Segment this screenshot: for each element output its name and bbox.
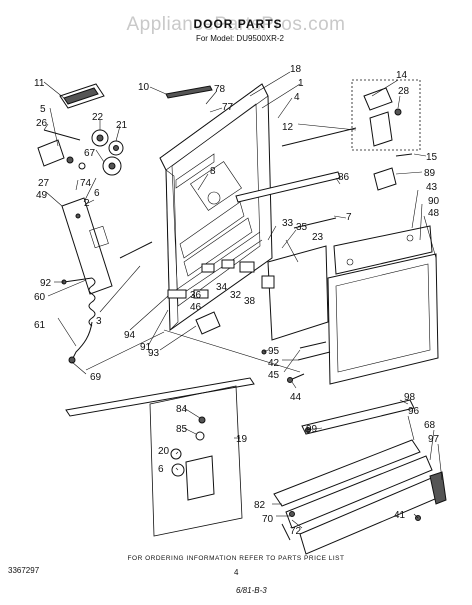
callout-28: 28 [398,86,410,97]
leader-lines [43,71,443,529]
callout-93: 93 [148,348,160,359]
callout-92: 92 [40,278,52,289]
callout-18: 18 [290,64,302,75]
callout-23: 23 [312,232,324,243]
callout-35: 35 [296,222,308,233]
top-strip-part-10 [165,85,213,99]
page-number: 4 [234,568,239,577]
callout-4: 4 [294,92,300,103]
callout-91: 91 [140,342,152,353]
callout-6: 6 [94,188,100,199]
callout-86: 86 [338,172,350,183]
cover-assembly-box-19 [149,385,243,537]
callout-26: 26 [36,118,48,129]
rod-part-86 [235,171,341,203]
watermark: AppliancePartsPros.com [126,14,345,35]
callout-32: 32 [230,290,242,301]
hinge-bracket-part-14 [363,87,402,147]
clip-part-93 [195,311,221,335]
callout-48: 48 [428,208,440,219]
callout-60: 60 [34,292,46,303]
callout-12: 12 [282,122,294,133]
callout-43: 43 [426,182,438,193]
insulation-part-23 [267,245,329,341]
callout-38: 38 [244,296,256,307]
callout-49: 49 [36,190,48,201]
handle-part-11 [59,83,105,109]
latch-plate-part-26 [37,139,65,167]
callout-10: 10 [138,82,150,93]
callout-11: 11 [34,78,45,89]
document-number: 3367297 [8,566,40,575]
callout-41: 41 [394,510,406,521]
callout-97: 97 [428,434,440,445]
callout-20: 20 [158,446,170,457]
callout-68: 68 [424,420,436,431]
callout-21: 21 [116,120,128,131]
callout-6-lower: 6 [158,464,164,475]
callout-99: 99 [306,424,318,435]
callout-2: 2 [84,198,90,209]
callout-44: 44 [290,392,302,403]
callout-22: 22 [92,112,104,123]
callout-85: 85 [176,424,188,435]
callout-46: 46 [190,302,202,313]
callout-27: 27 [38,178,50,189]
latch-hardware [167,259,275,299]
callout-5: 5 [40,104,46,115]
callout-14: 14 [396,70,408,81]
callout-61: 61 [34,320,46,331]
model-line: For Model: DU9500XR-2 [196,34,285,43]
handwritten-note: 6/81-B-3 [236,586,267,595]
outer-door-panel-part-48 [327,253,439,385]
callout-33: 33 [282,218,294,229]
callout-89: 89 [424,168,436,179]
callout-67: 67 [84,148,96,159]
callout-94: 94 [124,330,136,341]
callout-72: 72 [290,526,302,537]
gear-parts [91,129,124,176]
side-bracket-part-49 [61,197,113,295]
callout-69: 69 [90,372,102,383]
callout-95: 95 [268,346,280,357]
callout-90: 90 [428,196,440,207]
callout-70: 70 [262,514,274,525]
callout-15: 15 [426,152,438,163]
callout-96: 96 [408,406,420,417]
callout-78: 78 [214,84,226,95]
callout-7: 7 [346,212,352,223]
callout-34: 34 [216,282,228,293]
callout-19: 19 [236,434,248,445]
control-panel-part-90 [333,225,433,275]
bracket-part-89 [373,167,397,191]
callout-98: 98 [404,392,416,403]
page-title: DOOR PARTS [193,17,282,31]
cable-part-61 [71,321,93,361]
callout-8: 8 [210,166,216,177]
callout-42: 42 [268,358,280,369]
callout-36: 36 [190,290,202,301]
callout-labels: 11 10 5 26 22 21 67 27 49 74 2 6 78 77 1… [34,64,440,537]
spring-part-60 [88,277,96,327]
trim-strip [65,377,255,417]
callout-3: 3 [96,316,102,327]
callout-45: 45 [268,370,280,381]
callout-77: 77 [222,102,234,113]
callout-1: 1 [298,78,304,89]
callout-82: 82 [254,500,266,511]
callout-74: 74 [80,178,92,189]
ordering-info: FOR ORDERING INFORMATION REFER TO PARTS … [128,555,345,562]
callout-84: 84 [176,404,188,415]
